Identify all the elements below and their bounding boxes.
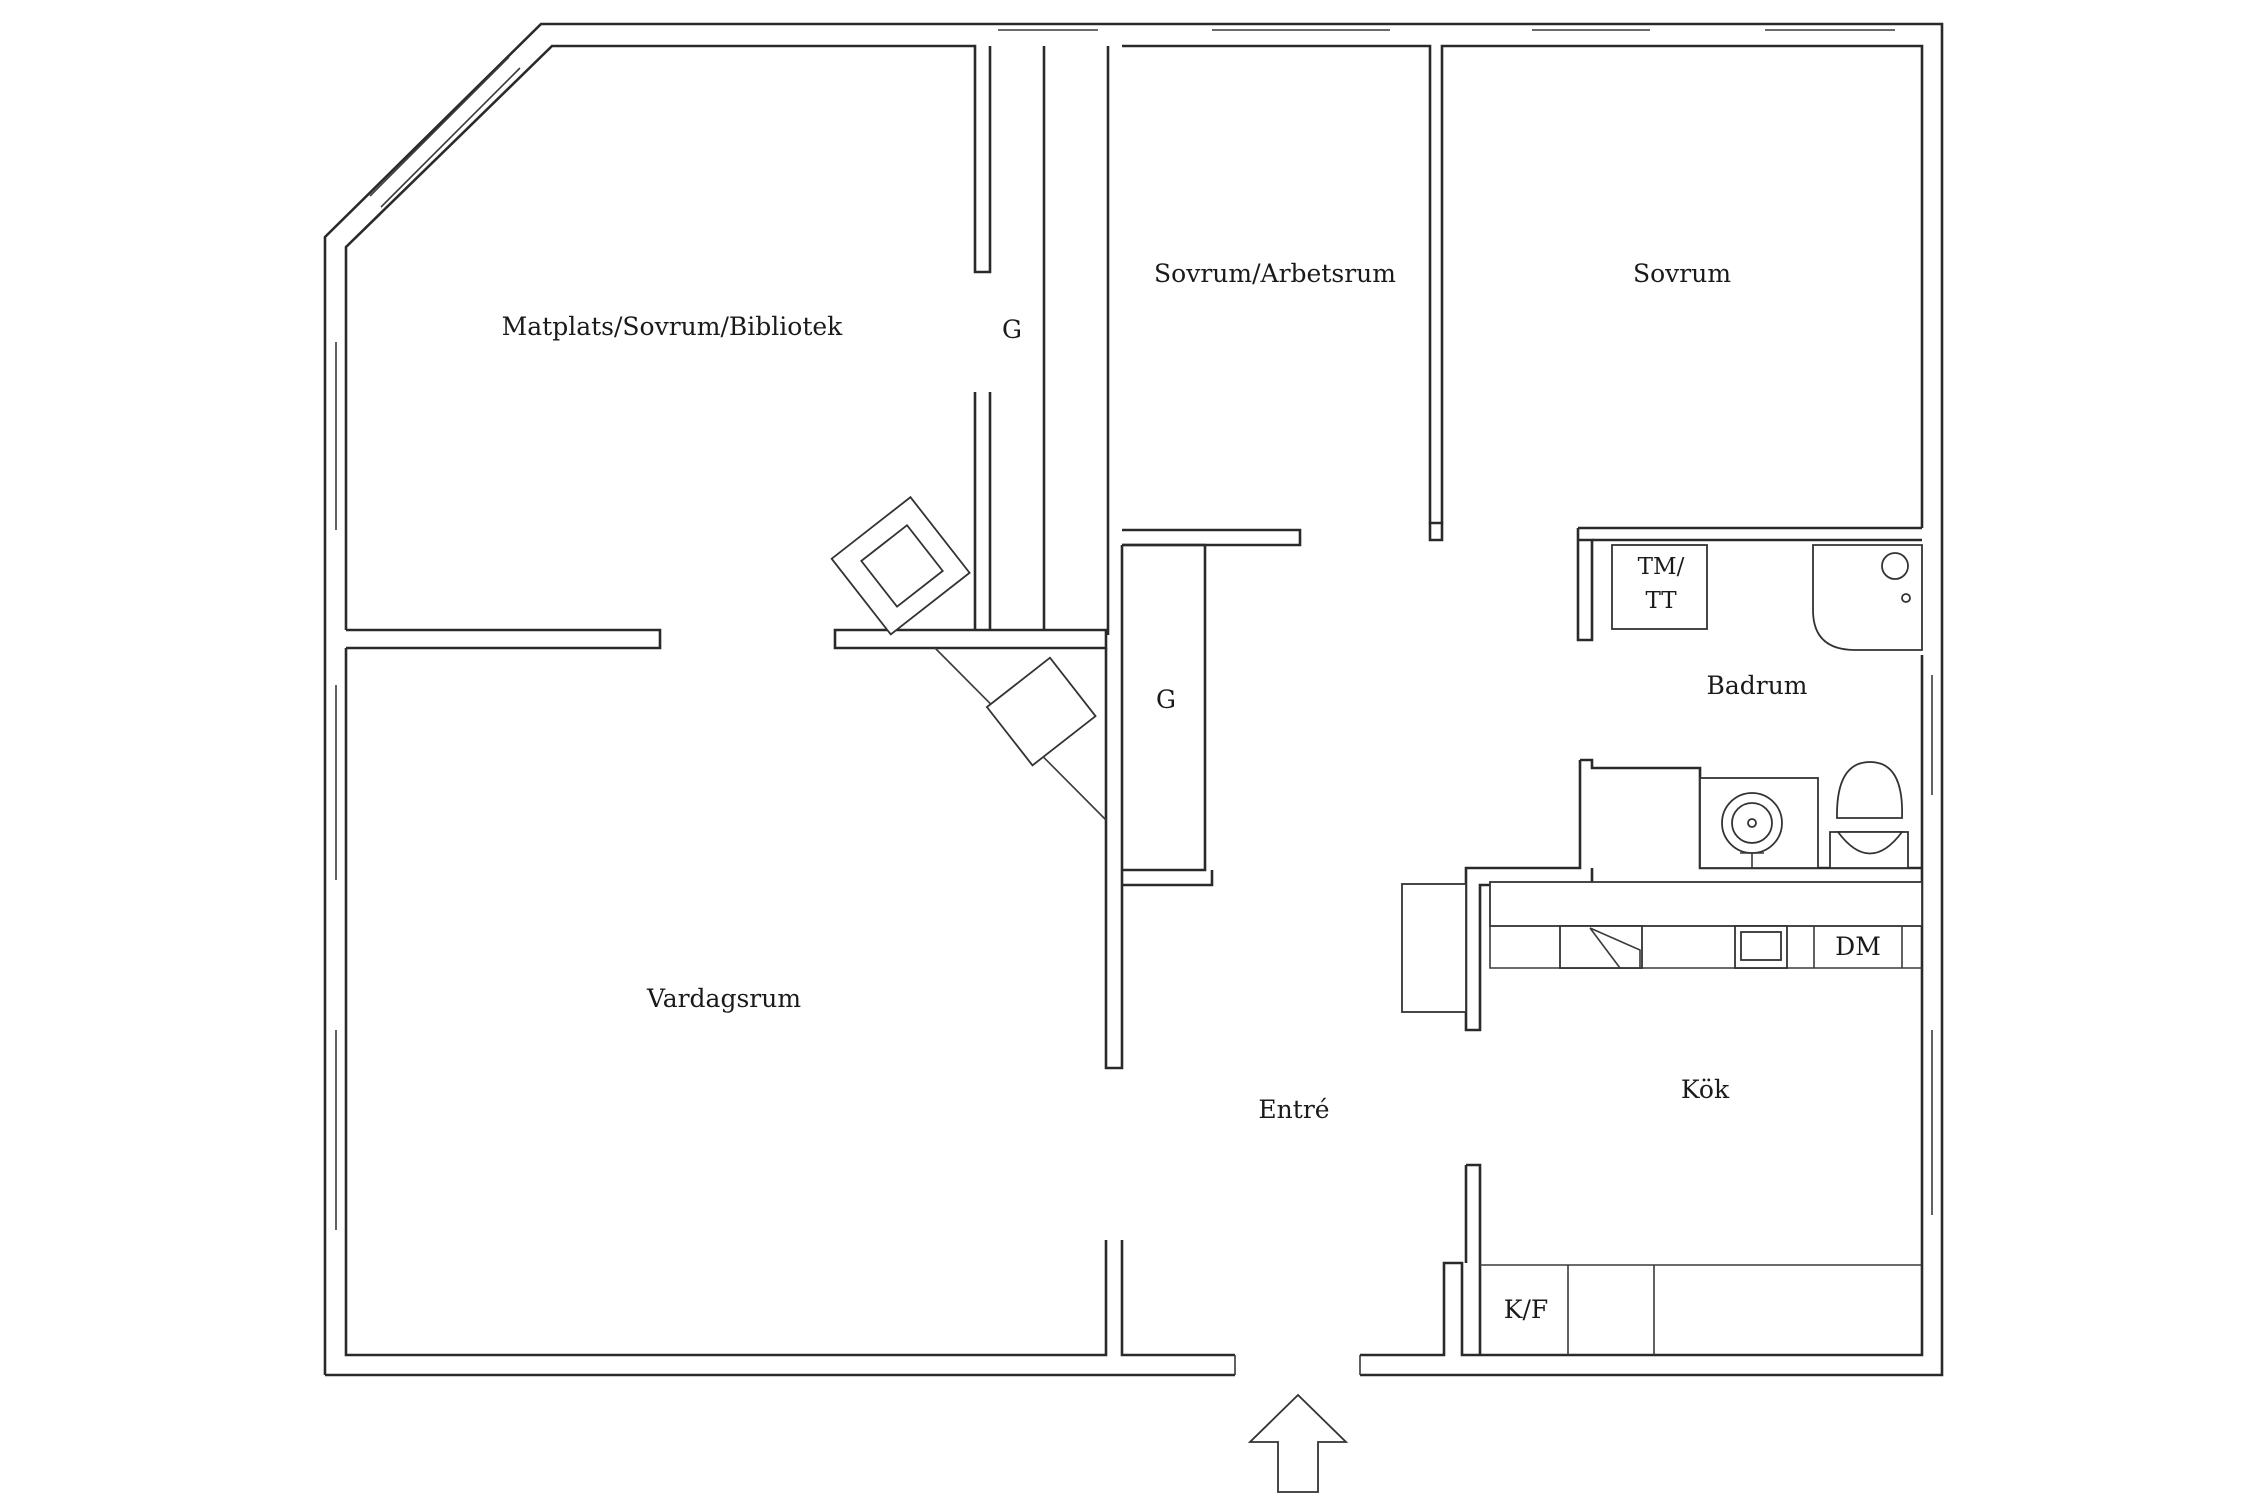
label-sovrum: Sovrum [1633, 259, 1731, 288]
furniture [830, 495, 1923, 1355]
label-dm: DM [1835, 932, 1881, 961]
label-badrum: Badrum [1706, 671, 1807, 700]
label-kf: K/F [1504, 1295, 1548, 1324]
label-vardagsrum: Vardagsrum [646, 984, 801, 1013]
outer-walls [323, 22, 1944, 1377]
label-kok: Kök [1681, 1075, 1730, 1104]
label-sovrum-arbetsrum: Sovrum/Arbetsrum [1154, 259, 1396, 288]
label-tm-tt-2: TT [1645, 588, 1677, 614]
windows [335, 29, 1933, 1230]
label-entre: Entré [1258, 1095, 1329, 1124]
label-tm-tt-1: TM/ [1638, 554, 1685, 580]
room-labels: Matplats/Sovrum/Bibliotek G Sovrum/Arbet… [502, 259, 1881, 1324]
label-garderob-2: G [1156, 685, 1176, 714]
label-matplats: Matplats/Sovrum/Bibliotek [502, 312, 843, 341]
label-garderob-1: G [1002, 315, 1022, 344]
interior-walls [346, 46, 1922, 1355]
entrance-arrow-icon [1247, 1393, 1349, 1493]
